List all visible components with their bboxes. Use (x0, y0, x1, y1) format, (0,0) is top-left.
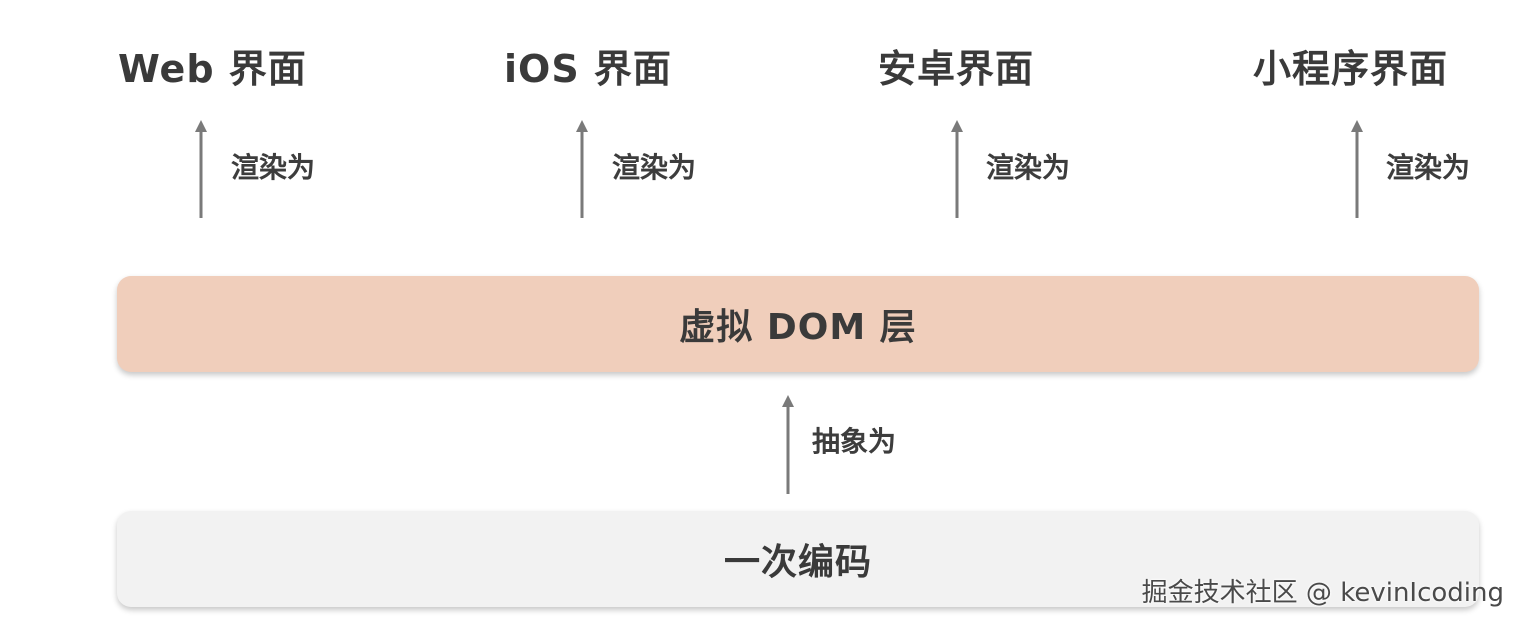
abstract-arrow (781, 395, 795, 494)
code-once-layer-label: 一次编码 (723, 542, 872, 583)
render-arrow-android (950, 120, 964, 218)
target-title-ios: iOS 界面 (504, 47, 672, 91)
abstract-arrow-label: 抽象为 (812, 425, 897, 458)
render-label-miniprogram: 渲染为 (1386, 151, 1471, 184)
render-arrow-miniprogram (1350, 120, 1364, 218)
watermark: 掘金技术社区 @ kevinIcoding (1141, 578, 1504, 608)
render-label-web: 渲染为 (231, 151, 316, 184)
render-arrow-web (194, 120, 208, 218)
target-title-android: 安卓界面 (878, 47, 1035, 91)
render-label-ios: 渲染为 (612, 151, 697, 184)
target-title-miniprogram: 小程序界面 (1253, 47, 1449, 91)
virtual-dom-layer: 虚拟 DOM 层 (117, 276, 1479, 372)
code-once-layer: 一次编码 (117, 511, 1479, 607)
target-title-web: Web 界面 (118, 47, 307, 91)
render-arrow-ios (575, 120, 589, 218)
render-label-android: 渲染为 (986, 151, 1071, 184)
virtual-dom-layer-label: 虚拟 DOM 层 (679, 307, 917, 348)
